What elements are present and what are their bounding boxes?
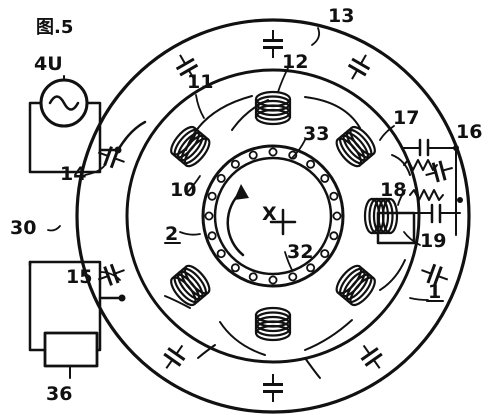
rotor-magnet-holes [204,147,342,285]
stator-coils [170,90,399,342]
rotor-hole [248,150,258,160]
label-33: 33 [303,123,329,145]
capacitor [175,54,199,80]
rotor-hole [306,263,316,273]
rotation-arrow [226,190,245,257]
label-36: 36 [46,383,72,405]
label-11: 11 [187,71,213,93]
capacitor [163,344,186,369]
rotor-hole [207,231,217,241]
stator-inner-ring [125,68,421,364]
rotor-hole [216,249,226,259]
stator-coil [363,197,399,235]
source-circuit [28,101,102,174]
stator-coil [254,306,292,342]
stator-coil [335,125,376,168]
rotor-outer-circle [201,144,345,288]
rotor-hole [268,275,278,285]
stator-capacitors [97,30,453,402]
rotor-hole [216,173,226,183]
stator-coil [335,264,376,307]
capacitor [347,54,371,80]
leader-lines [47,27,429,301]
stator-coil [170,125,211,168]
label-x: X [262,203,277,225]
rotor-hole [320,249,330,259]
rotor-hole [248,272,258,282]
capacitor [425,160,453,183]
label-19: 19 [420,230,446,252]
label-15: 15 [66,266,92,288]
label-10: 10 [170,179,196,201]
label-1: 1 [428,281,441,303]
label-2: 2 [165,223,178,245]
load-box-36 [43,331,99,368]
rotor-hole [288,272,298,282]
capacitor [263,374,283,402]
resistor-network [401,138,463,236]
sine-wave-icon [48,95,80,111]
stator-coil [254,90,292,126]
rotor-hole [207,191,217,201]
label-12: 12 [282,51,308,73]
stator-outer-ring [75,18,471,414]
capacitor [421,263,449,286]
feed-wire-14 [98,120,147,152]
label-30: 30 [10,217,36,239]
side-core-19 [376,211,416,245]
rotor-hole [230,159,240,169]
rotor-hole [320,173,330,183]
capacitor [263,30,283,58]
label-16: 16 [456,121,482,143]
rotor-hole [329,231,339,241]
rotor-inner-circle [213,156,333,276]
rotor-hole [306,159,316,169]
label-14: 14 [60,163,86,185]
rotor-hole [268,147,278,157]
label-4u: 4U [34,53,63,75]
rotation-arrowhead [234,184,249,200]
label-13: 13 [328,5,354,27]
label-18: 18 [380,179,406,201]
label-32: 32 [287,241,313,263]
capacitor [360,344,383,369]
rotor-hole [204,211,214,221]
rotor-hole [332,211,342,221]
rotor-hole [288,150,298,160]
stator-coil [170,264,211,307]
winding-wires [164,95,411,379]
figure-title: 图.5 [36,17,73,38]
rotor-hole [230,263,240,273]
label-17: 17 [393,107,419,129]
rotor-hole [329,191,339,201]
